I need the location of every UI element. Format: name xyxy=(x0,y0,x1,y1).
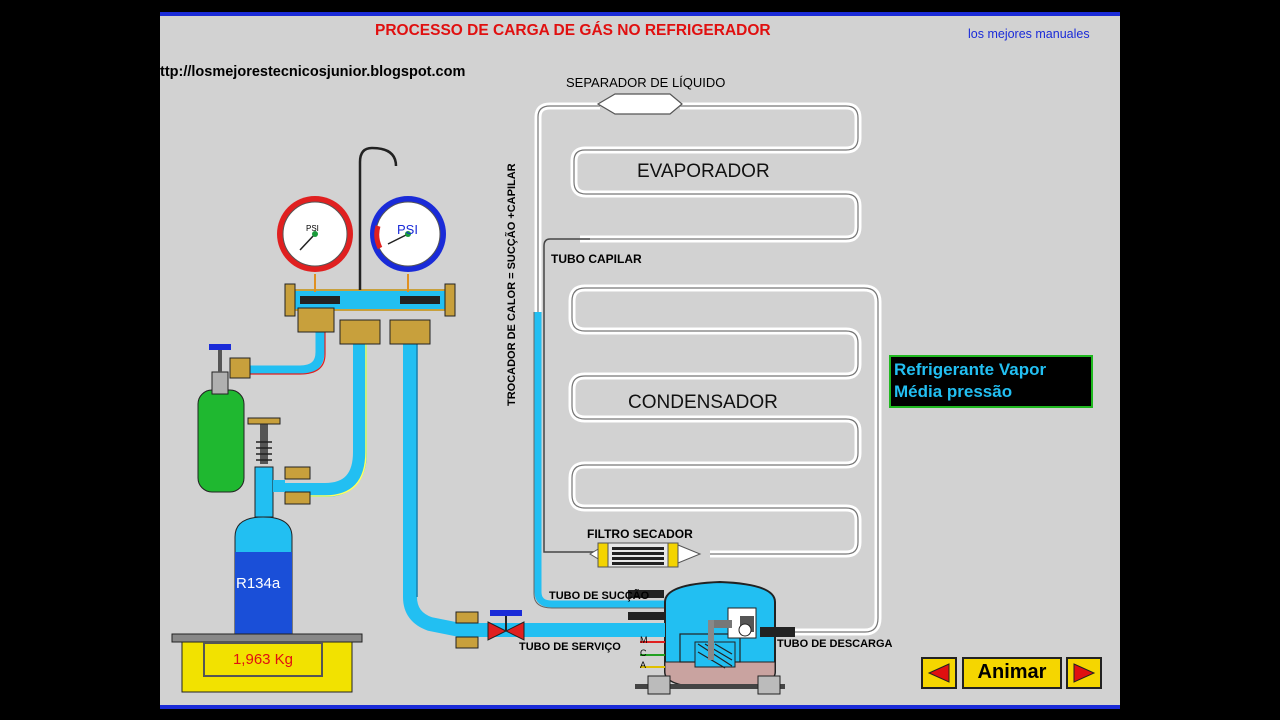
condenser-label: CONDENSADOR xyxy=(628,392,778,413)
filter-dryer xyxy=(589,542,702,568)
service-valve xyxy=(487,610,525,641)
high-gauge-unit: PSI xyxy=(397,222,418,237)
arrow-right-icon xyxy=(1073,663,1096,683)
discharge-fitting xyxy=(760,627,795,637)
refrigerant-tank xyxy=(234,417,311,635)
capillary-tube xyxy=(543,238,600,553)
manifold xyxy=(284,146,456,345)
capillary-tube-label: TUBO CAPILAR xyxy=(551,252,642,266)
terminal-m: M xyxy=(640,635,648,645)
heat-exchanger-label: TROCADOR DE CALOR = SUCÇÃO +CAPILAR xyxy=(506,163,518,406)
terminal-c: C xyxy=(640,648,647,658)
terminal-a: A xyxy=(640,660,647,670)
suction-tube-label: TUBO DE SUCÇÃO xyxy=(549,590,650,602)
liquid-separator xyxy=(596,93,683,115)
blog-url: ttp://losmejorestecnicosjunior.blogspot.… xyxy=(160,64,466,80)
high-pressure-gauge xyxy=(370,196,446,272)
nitrogen-cylinder xyxy=(197,344,251,493)
condenser-coil xyxy=(568,284,882,636)
state-line-2: Média pressão xyxy=(894,382,1013,401)
arrow-left-icon xyxy=(927,663,950,683)
next-button[interactable] xyxy=(1066,657,1102,689)
animate-button[interactable]: Animar xyxy=(962,657,1062,689)
nitrogen-hose xyxy=(240,312,325,375)
service-coupling xyxy=(455,611,479,649)
service-hose xyxy=(403,332,665,637)
compressor xyxy=(635,580,785,695)
refrigeration-diagram xyxy=(171,93,882,695)
low-pressure-gauge xyxy=(277,196,353,272)
refrigerant-state-box: Refrigerante Vapor Média pressão xyxy=(889,355,1093,408)
top-border xyxy=(160,12,1120,16)
filter-dryer-label: FILTRO SECADOR xyxy=(587,527,693,541)
stage: PROCESSO DE CARGA DE GÁS NO REFRIGERADOR… xyxy=(160,12,1120,709)
page-title: PROCESSO DE CARGA DE GÁS NO REFRIGERADOR xyxy=(375,22,771,39)
bottom-border xyxy=(160,705,1120,709)
discharge-tube-label: TUBO DE DESCARGA xyxy=(777,638,893,650)
service-tube-label: TUBO DE SERVIÇO xyxy=(519,641,621,653)
prev-button[interactable] xyxy=(921,657,957,689)
brand-link[interactable]: los mejores manuales xyxy=(968,27,1090,41)
scale-weight-display: 1,963 Kg xyxy=(203,642,323,677)
center-hose xyxy=(285,332,367,497)
evaporator-label: EVAPORADOR xyxy=(637,161,770,182)
low-gauge-unit: PSI xyxy=(306,224,319,233)
evaporator-coil xyxy=(534,102,862,312)
suction-line xyxy=(534,312,665,608)
tank-label: R134a xyxy=(236,575,281,592)
state-line-1: Refrigerante Vapor xyxy=(894,360,1047,379)
liquid-separator-label: SEPARADOR DE LÍQUIDO xyxy=(566,75,726,90)
